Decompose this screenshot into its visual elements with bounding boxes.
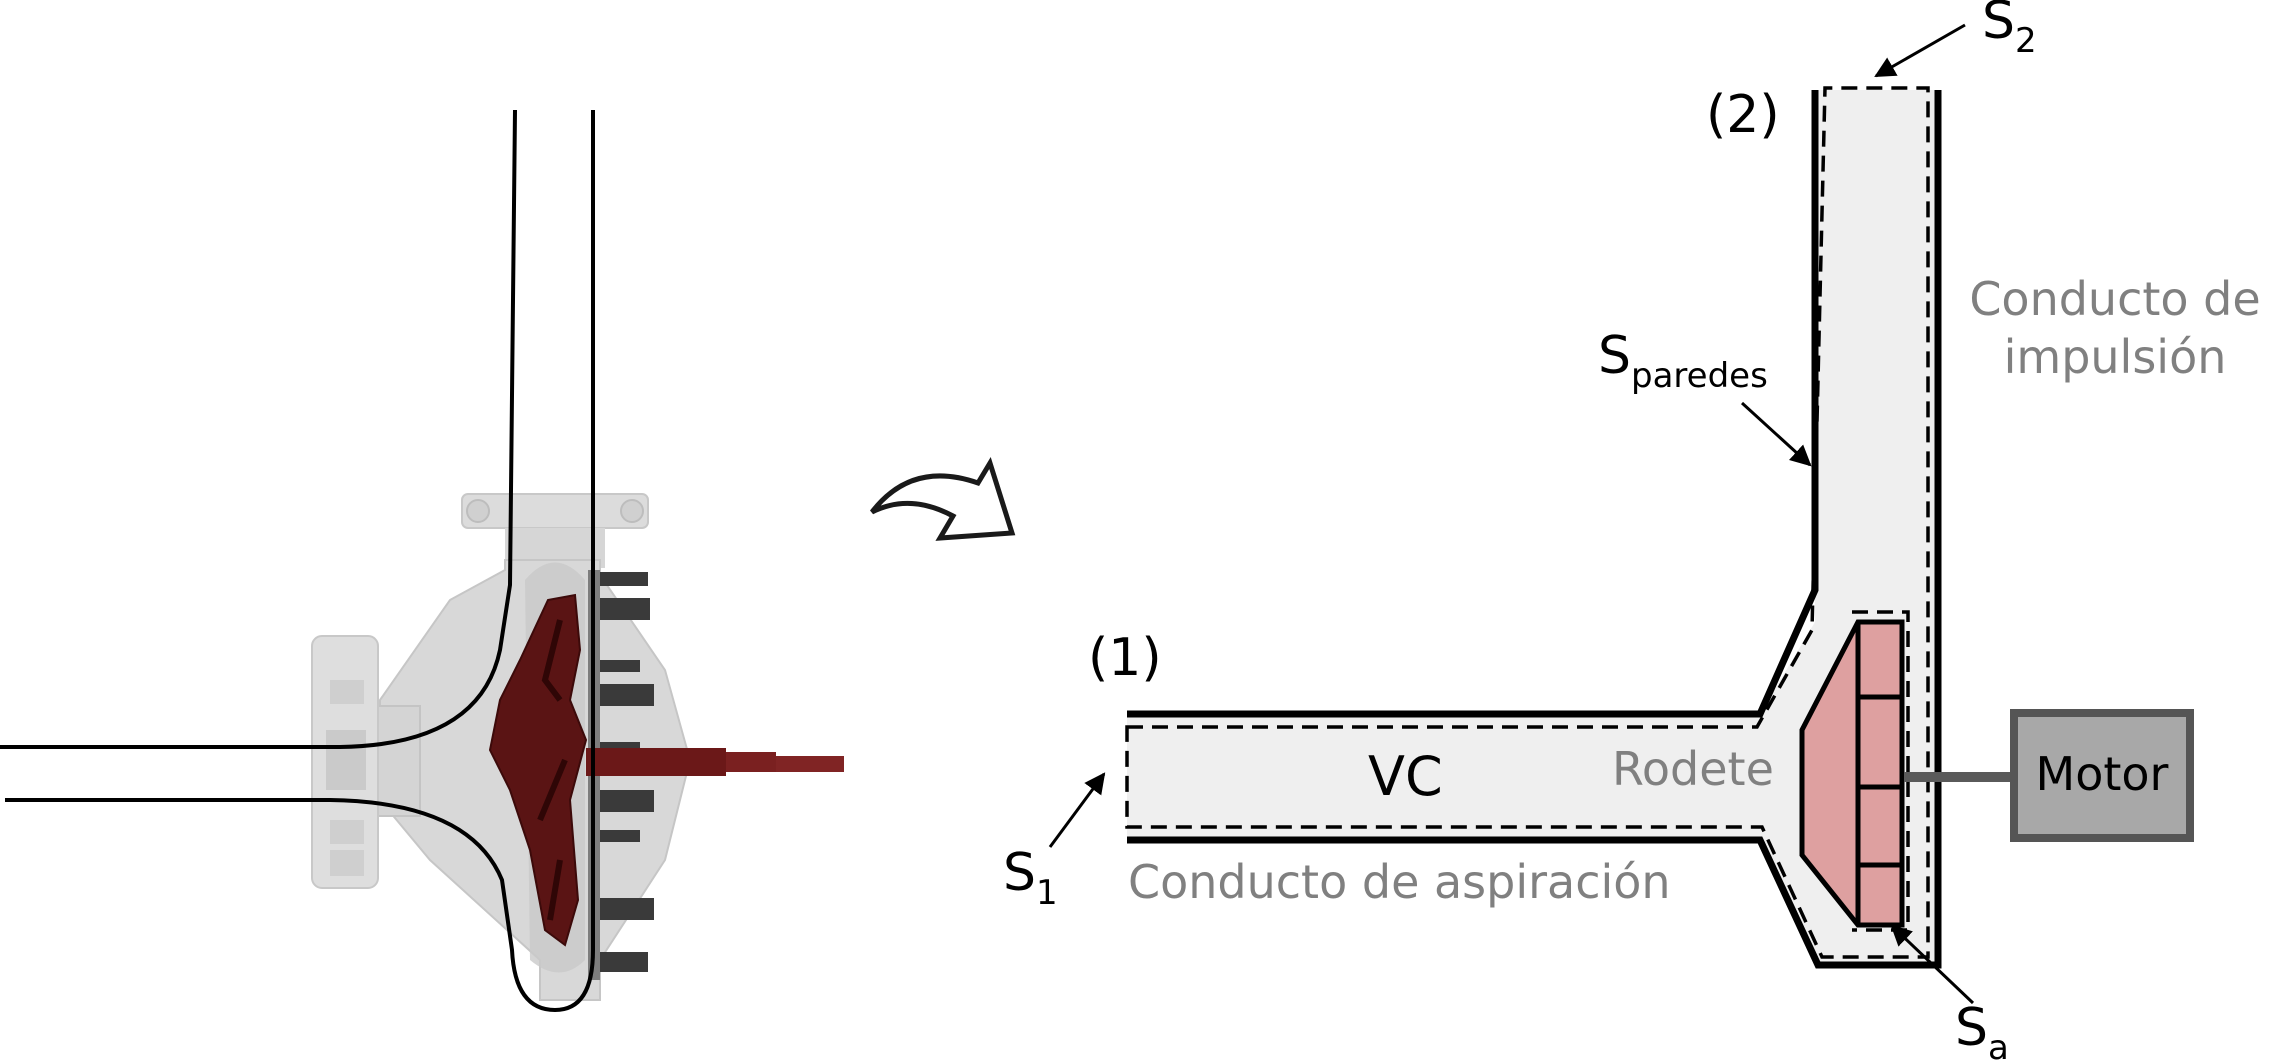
vc-label: VC (1368, 745, 1443, 808)
pump-illustration (0, 109, 844, 1013)
flow-line-outer (0, 109, 517, 749)
curved-arrow-icon (870, 456, 1016, 541)
shaft (776, 756, 844, 772)
conducto-aspiracion-label: Conducto de aspiración (1128, 855, 1671, 909)
motor-box (2010, 709, 2194, 842)
s1-arrow (1048, 772, 1106, 848)
motor-shaft (1904, 772, 2014, 782)
impeller-blades (1855, 622, 1902, 925)
wall-lower (1127, 90, 1942, 969)
casing-bolts (598, 572, 654, 972)
sparedes-label: Sparedes (1598, 326, 1768, 396)
flow-line-inner (5, 110, 595, 1013)
control-volume-schematic (1048, 23, 2194, 1005)
conducto-impulsion-line2: impulsión (2004, 330, 2227, 384)
conducto-impulsion-line1: Conducto de (1969, 272, 2260, 326)
rodete-label: Rodete (1612, 742, 1774, 796)
sa-arrow (1890, 924, 1975, 1005)
fluid-region (1127, 90, 1938, 965)
sparedes-arrow (1740, 401, 1812, 467)
motor-label: Motor (2036, 747, 2169, 801)
wall-upper (1127, 90, 1819, 718)
s2-label: S2 (1982, 0, 2037, 61)
point-1-label: (1) (1088, 628, 1162, 688)
point-2-label: (2) (1706, 85, 1780, 145)
s2-arrow (1874, 23, 1966, 78)
sa-label: Sa (1955, 998, 2009, 1060)
s1-label: S1 (1003, 843, 1058, 913)
control-surface (1125, 86, 1930, 959)
impeller (488, 593, 588, 947)
